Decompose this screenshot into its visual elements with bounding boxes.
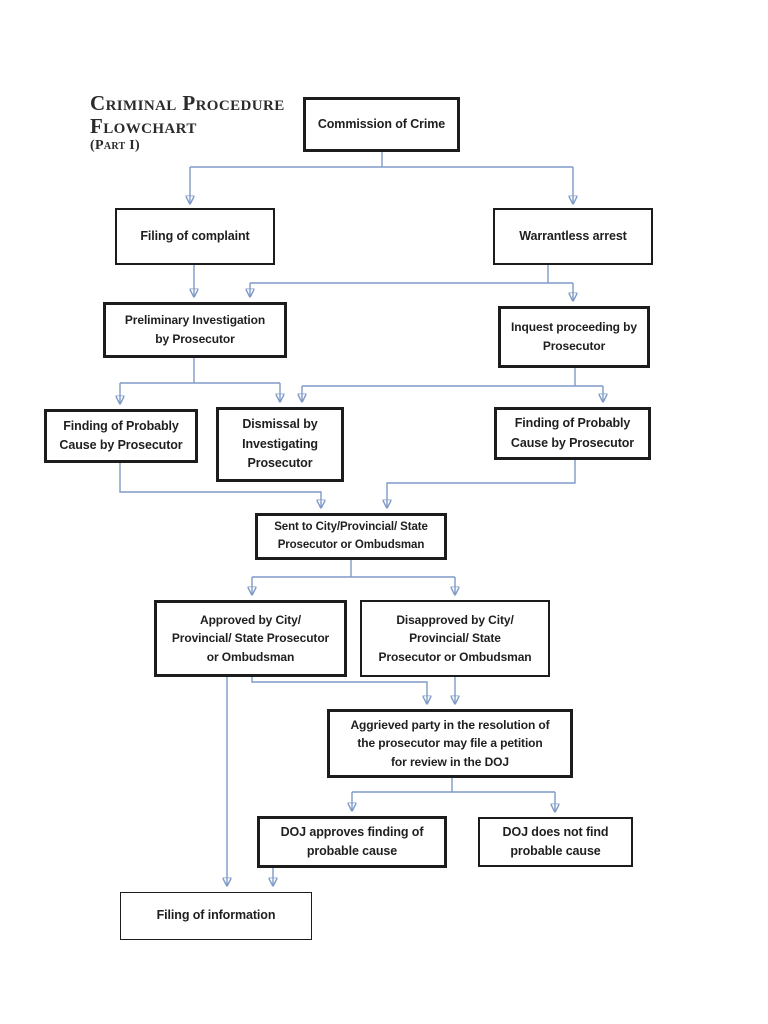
title-line-2: Flowchart	[90, 114, 197, 138]
page-title: Criminal Procedure Flowchart (Part I)	[90, 91, 285, 154]
node-sent-to-prosecutor-or-ombudsman: Sent to City/Provincial/ State Prosecuto…	[255, 513, 447, 560]
node-finding-probable-cause-left: Finding of Probably Cause by Prosecutor	[44, 409, 198, 463]
node-approved-by-prosecutor: Approved by City/ Provincial/ State Pros…	[154, 600, 347, 677]
node-doj-does-not-find: DOJ does not find probable cause	[478, 817, 633, 867]
node-dismissal-by-investigating-prosecutor: Dismissal by Investigating Prosecutor	[216, 407, 344, 482]
node-inquest-proceeding: Inquest proceeding by Prosecutor	[498, 306, 650, 368]
node-doj-approves-finding: DOJ approves finding of probable cause	[257, 816, 447, 868]
title-part: (Part I)	[90, 138, 140, 153]
node-commission-of-crime: Commission of Crime	[303, 97, 460, 152]
node-filing-of-complaint: Filing of complaint	[115, 208, 275, 265]
node-warrantless-arrest: Warrantless arrest	[493, 208, 653, 265]
arrow-finding-right-to-sent	[387, 460, 576, 507]
title-line-1: Criminal Procedure	[90, 91, 285, 115]
node-filing-of-information: Filing of information	[120, 892, 312, 940]
node-finding-probable-cause-right: Finding of Probably Cause by Prosecutor	[494, 407, 651, 460]
node-preliminary-investigation: Preliminary Investigation by Prosecutor	[103, 302, 287, 358]
arrow-approved-to-aggrieved	[251, 677, 427, 703]
node-aggrieved-party-petition-doj: Aggrieved party in the resolution of the…	[327, 709, 573, 778]
node-disapproved-by-prosecutor: Disapproved by City/ Provincial/ State P…	[360, 600, 550, 677]
